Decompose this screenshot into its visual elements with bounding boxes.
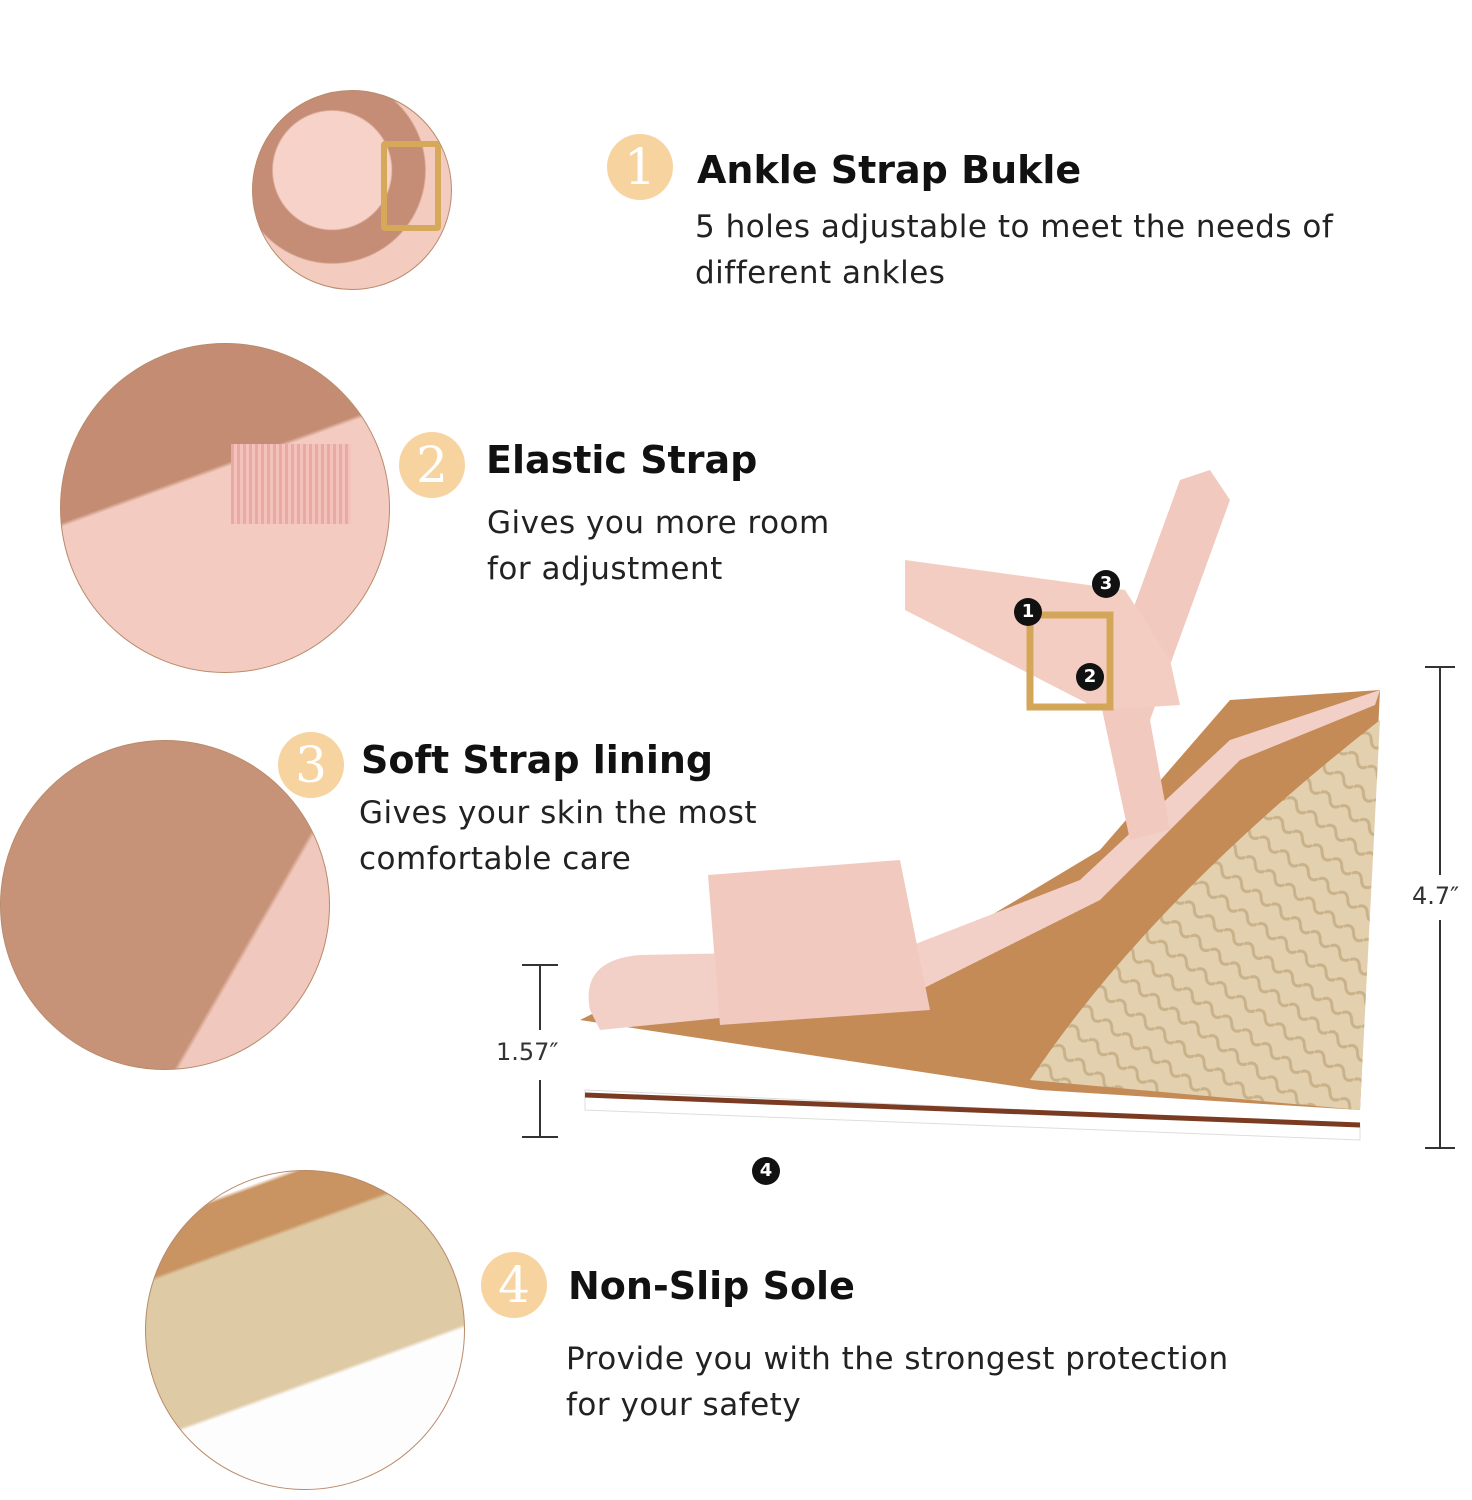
marker-2: 2 (1076, 663, 1104, 691)
feature-number-badge: 2 (399, 432, 465, 498)
marker-1: 1 (1014, 598, 1042, 626)
feature-number-badge: 1 (607, 134, 673, 200)
strap-lining-detail-image (0, 740, 330, 1070)
buckle-detail-image (252, 90, 452, 290)
feature-title: Non-Slip Sole (568, 1264, 855, 1308)
heel-height-label: 4.7″ (1412, 882, 1460, 910)
sole-detail-image (145, 1170, 465, 1490)
elastic-strap-detail-image (60, 343, 390, 673)
feature-description: Provide you with the strongest protectio… (566, 1341, 1229, 1423)
marker-4: 4 (752, 1157, 780, 1185)
feature-title: Ankle Strap Bukle (697, 148, 1082, 192)
feature-title: Soft Strap lining (361, 738, 714, 782)
marker-3: 3 (1092, 570, 1120, 598)
feature-title: Elastic Strap (486, 438, 758, 482)
platform-height-label: 1.57″ (496, 1038, 559, 1066)
feature-number-badge: 4 (481, 1252, 547, 1318)
feature-number-badge: 3 (278, 732, 344, 798)
